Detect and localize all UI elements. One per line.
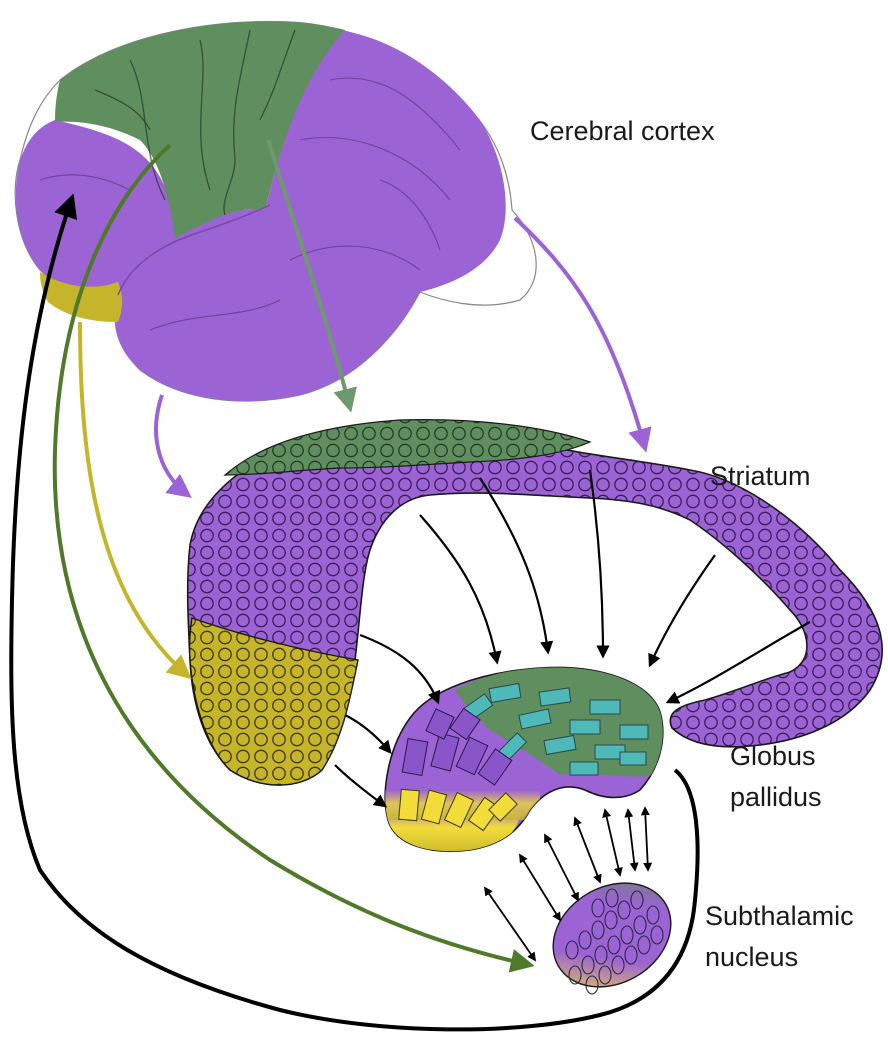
- label-striatum: Striatum: [710, 461, 811, 491]
- label-subthalamic-nucleus-line2: nucleus: [705, 942, 798, 972]
- arrow-associative-left: [156, 395, 188, 495]
- cerebral-cortex: [15, 22, 536, 401]
- label-globus-pallidus-line1: Globus: [730, 741, 816, 771]
- label-globus-pallidus-line2: pallidus: [730, 782, 822, 812]
- label-cerebral-cortex: Cerebral cortex: [530, 116, 715, 146]
- subthalamic-nucleus: [534, 862, 689, 1007]
- label-subthalamic-nucleus-line1: Subthalamic: [705, 901, 854, 931]
- globus-pallidus: [380, 667, 664, 857]
